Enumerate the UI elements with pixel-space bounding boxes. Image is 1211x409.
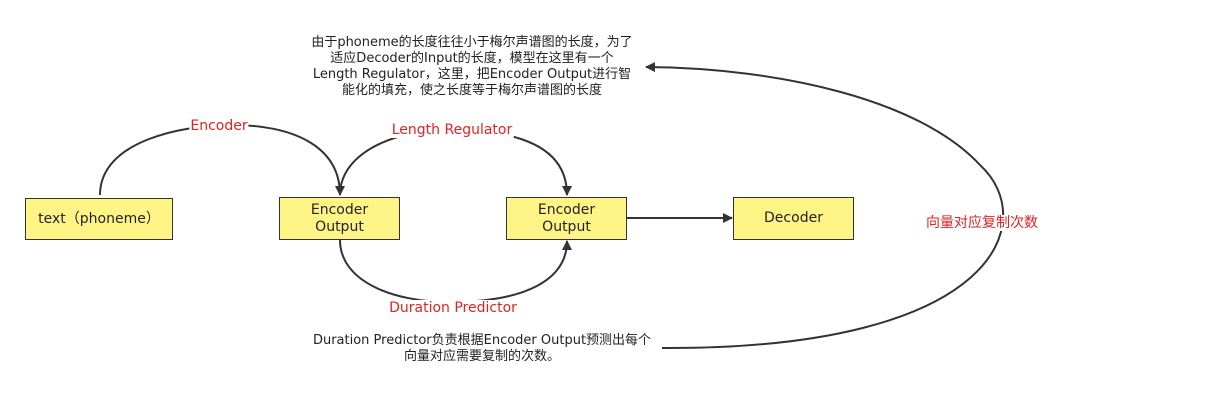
note-duration-predictor: Duration Predictor负责根据Encoder Output预测出每… [312, 333, 652, 364]
node-encoder-output-2: Encoder Output [506, 197, 627, 240]
edge-label-encoder: Encoder [189, 118, 249, 134]
node-encoder-output-1-label: Encoder Output [310, 201, 369, 235]
edge-label-copy-count: 向量对应复制次数 [925, 215, 1039, 231]
edge-encoder [99, 123, 345, 196]
node-text-phoneme-label: text（phoneme） [38, 210, 160, 227]
edge-label-duration-predictor: Duration Predictor [388, 300, 518, 316]
node-text-phoneme: text（phoneme） [25, 198, 173, 240]
edge-duration-predictor [339, 239, 572, 304]
node-decoder-label: Decoder [764, 210, 823, 226]
edge-length-regulator [339, 128, 572, 196]
edge-copy-count [645, 62, 1005, 350]
edge-label-length-regulator: Length Regulator [390, 122, 514, 138]
note-length-regulator: 由于phoneme的长度往往小于梅尔声谱图的长度，为了 适应Decoder的In… [311, 35, 633, 98]
node-encoder-output-2-label: Encoder Output [537, 201, 596, 235]
node-decoder: Decoder [733, 197, 854, 240]
node-encoder-output-1: Encoder Output [279, 197, 400, 240]
